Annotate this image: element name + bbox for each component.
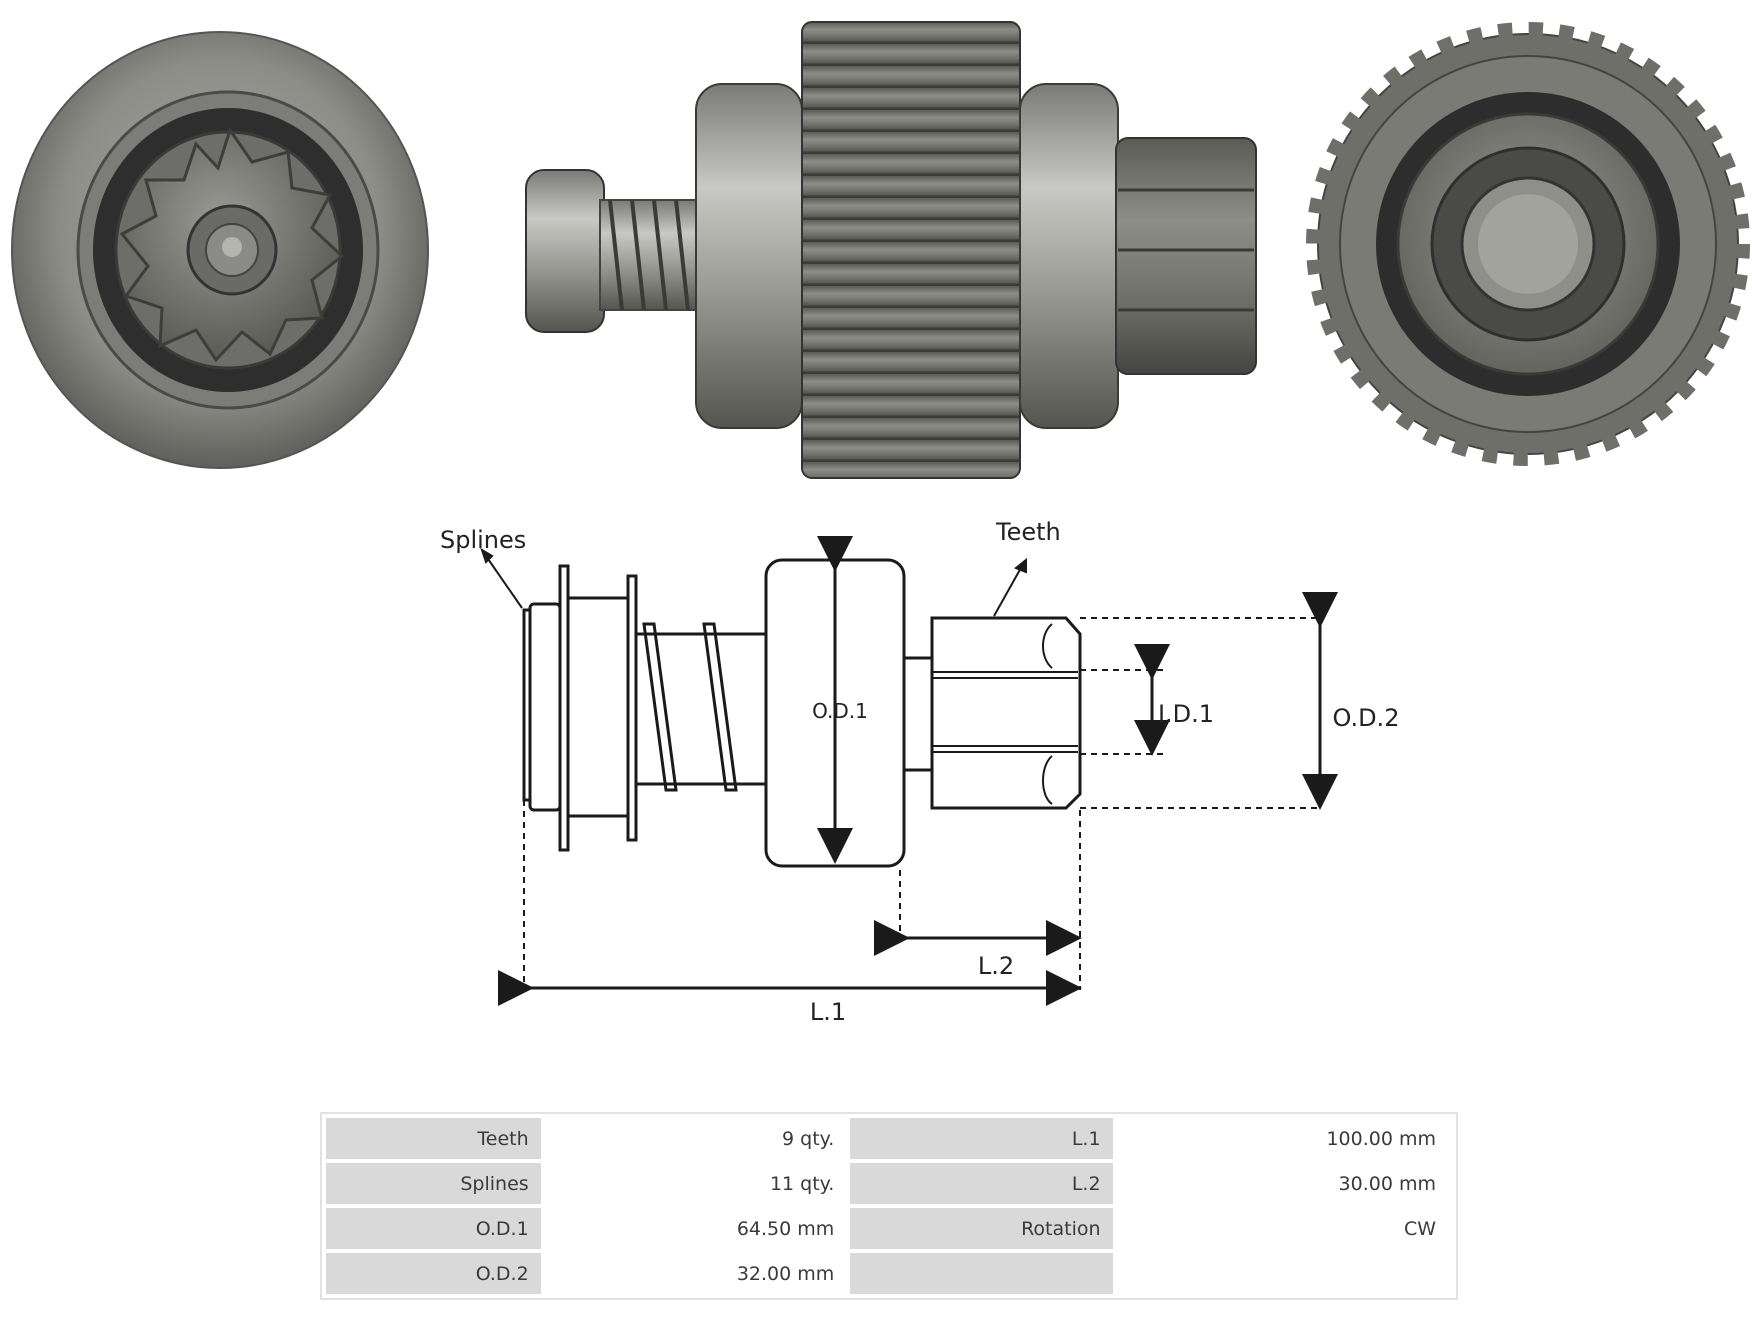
hub xyxy=(902,656,934,772)
spec-key: L.1 xyxy=(850,1118,1113,1159)
spec-key: O.D.1 xyxy=(326,1208,541,1249)
back-shaft-face xyxy=(1478,194,1578,294)
photo-back-view xyxy=(1306,22,1750,466)
spec-value: 30.00 mm xyxy=(1116,1163,1452,1204)
spec-value: 9 qty. xyxy=(544,1118,847,1159)
spec-key: Rotation xyxy=(850,1208,1113,1249)
dimension-diagram: Splines Teeth O.D.1 I.D.1 O.D.2 L.2 L.1 xyxy=(440,518,1400,1026)
spec-key: Teeth xyxy=(326,1118,541,1159)
l2-label: L.2 xyxy=(978,952,1014,980)
photo-front-view xyxy=(11,31,429,469)
spec-key: O.D.2 xyxy=(326,1253,541,1294)
spec-key: L.2 xyxy=(850,1163,1113,1204)
thread-lines xyxy=(608,199,690,311)
shaft-center xyxy=(222,237,242,257)
splines-label: Splines xyxy=(440,526,526,554)
spec-value: 100.00 mm xyxy=(1116,1118,1452,1159)
id1-label: I.D.1 xyxy=(1158,700,1214,728)
left-sleeve xyxy=(695,83,803,429)
teeth-leader xyxy=(993,565,1023,617)
table-row: Teeth 9 qty. L.1 100.00 mm xyxy=(326,1118,1452,1159)
table-row: O.D.2 32.00 mm xyxy=(326,1253,1452,1294)
pinion-teeth xyxy=(1118,188,1254,312)
spec-value: CW xyxy=(1116,1208,1452,1249)
washer-left xyxy=(558,564,570,852)
main-gear xyxy=(801,21,1021,479)
pinion-lines xyxy=(932,623,1078,805)
spec-value: 32.00 mm xyxy=(544,1253,847,1294)
spec-key xyxy=(850,1253,1113,1294)
table-row: O.D.1 64.50 mm Rotation CW xyxy=(326,1208,1452,1249)
photo-side-view xyxy=(525,21,1257,479)
right-sleeve xyxy=(1019,83,1119,429)
splines-leader xyxy=(485,555,523,609)
spec-value xyxy=(1116,1253,1452,1294)
spec-key: Splines xyxy=(326,1163,541,1204)
bolt-head xyxy=(525,169,605,333)
spring-coils xyxy=(642,622,738,792)
pinion xyxy=(1115,137,1257,375)
spec-value: 11 qty. xyxy=(544,1163,847,1204)
table-row: Splines 11 qty. L.2 30.00 mm xyxy=(326,1163,1452,1204)
spec-value: 64.50 mm xyxy=(544,1208,847,1249)
spec-table: Teeth 9 qty. L.1 100.00 mm Splines 11 qt… xyxy=(320,1112,1458,1300)
od2-label: O.D.2 xyxy=(1333,704,1400,732)
pinion-outline xyxy=(930,616,1082,810)
od1-label: O.D.1 xyxy=(812,699,868,723)
teeth-label: Teeth xyxy=(995,518,1061,546)
l1-label: L.1 xyxy=(810,998,846,1026)
spline-collar xyxy=(528,602,562,812)
